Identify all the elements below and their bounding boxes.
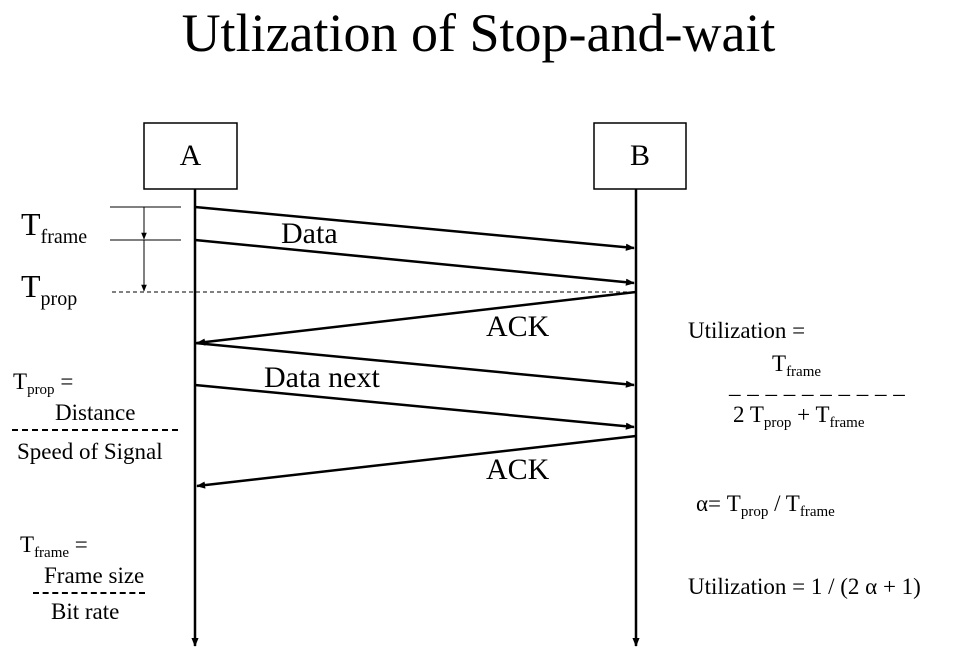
tframe-fraction-line [33,592,145,594]
data-frame-start-arrow [194,205,635,251]
utilization-numerator: Tframe [772,351,822,380]
tframe-formula-lhs: Tframe = [20,532,88,561]
node-b-label: B [629,139,650,172]
data-frame-end-arrow [194,238,635,286]
tprop-formula-lhs: Tprop = [13,369,74,398]
tframe-formula-numerator: Frame size [44,563,145,588]
ack-arrow-1 [196,290,637,346]
tprop-formula-numerator: Distance [55,400,136,425]
ack-label-2: ACK [486,453,550,486]
utilization-alpha-formula: Utilization = 1 / (2 α + 1) [688,574,921,599]
page-title: Utlization of Stop-and-wait [181,3,776,63]
utilization-label: Utilization = [688,318,806,343]
alpha-definition: α= Tprop / Tframe [696,491,835,520]
tprop-label: Tprop [21,268,78,310]
node-a-label: A [179,139,202,172]
node-a-box [143,122,238,190]
tprop-fraction-line [12,429,178,431]
tprop-formula-denominator: Speed of Signal [17,439,163,464]
utilization-denominator: 2 Tprop + Tframe [733,402,865,431]
ack-label-1: ACK [486,310,550,343]
utilization-divider: _ _ _ _ _ _ _ _ _ _ [729,373,906,398]
node-b-box [593,122,687,190]
tframe-label: Tframe [21,206,88,248]
tframe-formula-denominator: Bit rate [51,599,120,624]
data-next-label: Data next [264,361,380,394]
data-label: Data [281,217,338,250]
data-next-end-arrow [194,383,635,430]
data-next-start-arrow [194,341,635,388]
ack-arrow-2 [196,434,637,489]
